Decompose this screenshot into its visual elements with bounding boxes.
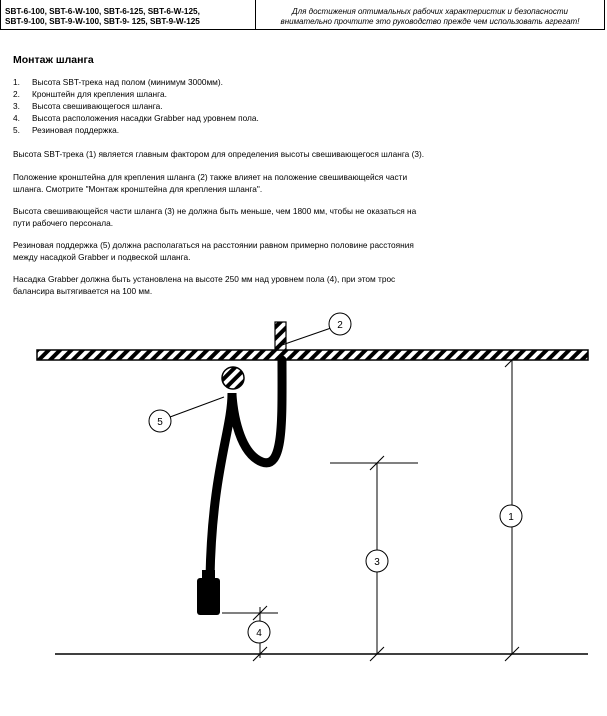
callout-3: [365, 549, 389, 573]
section-title: Монтаж шланга: [13, 54, 94, 66]
callout-2: [328, 312, 352, 336]
grabber-collar: [202, 570, 215, 580]
model-list-cell: SBT-6-100, SBT-6-W-100, SBT-6-125, SBT-6…: [1, 0, 256, 29]
paragraph-hanging-height: Высота свешивающейся части шланга (3) не…: [13, 206, 417, 228]
hose-bracket: [274, 321, 287, 351]
list-item: 4.Высота расположения насадки Grabber на…: [13, 113, 259, 123]
hose: [205, 355, 287, 583]
model-list-line-2: SBT-9-100, SBT-9-W-100, SBT-9- 125, SBT-…: [5, 17, 200, 26]
list-item: 5.Резиновая поддержка.: [13, 125, 120, 135]
list-item: 3.Высота свешивающегося шланга.: [13, 101, 163, 111]
grabber-nozzle: [197, 578, 220, 615]
callout-5: [148, 409, 172, 433]
safety-notice-line-2: внимательно прочтите это руководство пре…: [280, 17, 580, 26]
callout-1-label: 1: [508, 512, 514, 523]
safety-notice-cell: Для достижения оптимальных рабочих харак…: [256, 0, 604, 29]
paragraph-grabber-height: Насадка Grabber должна быть установлена …: [13, 274, 396, 296]
manual-header-table: SBT-6-100, SBT-6-W-100, SBT-6-125, SBT-6…: [0, 0, 605, 30]
callout-3-label: 3: [374, 557, 380, 568]
callout-1: [499, 504, 523, 528]
list-item: 2.Кронштейн для крепления шланга.: [13, 89, 167, 99]
list-item: 1.Высота SBT-трека над полом (минимум 30…: [13, 77, 223, 87]
callout-5-label: 5: [157, 417, 163, 428]
callout-2-leader: [281, 327, 332, 346]
sbt-track-bar: [36, 349, 589, 361]
component-list: 1.Высота SBT-трека над полом (минимум 30…: [13, 76, 259, 136]
callout-4-label: 4: [256, 628, 262, 639]
safety-notice-line-1: Для достижения оптимальных рабочих харак…: [292, 7, 568, 16]
callout-5-leader: [169, 396, 225, 418]
callout-2-label: 2: [337, 320, 343, 331]
paragraph-bracket-position: Положение кронштейна для крепления шланг…: [13, 172, 408, 194]
paragraph-rubber-support: Резиновая поддержка (5) должна располага…: [13, 240, 414, 262]
callout-4: [247, 620, 271, 644]
rubber-support: [221, 366, 245, 390]
hose-mounting-diagram: 1 3 4 2 5: [36, 312, 589, 662]
model-list-line-1: SBT-6-100, SBT-6-W-100, SBT-6-125, SBT-6…: [5, 7, 200, 16]
paragraph-track-height: Высота SBT-трека (1) является главным фа…: [13, 149, 425, 159]
